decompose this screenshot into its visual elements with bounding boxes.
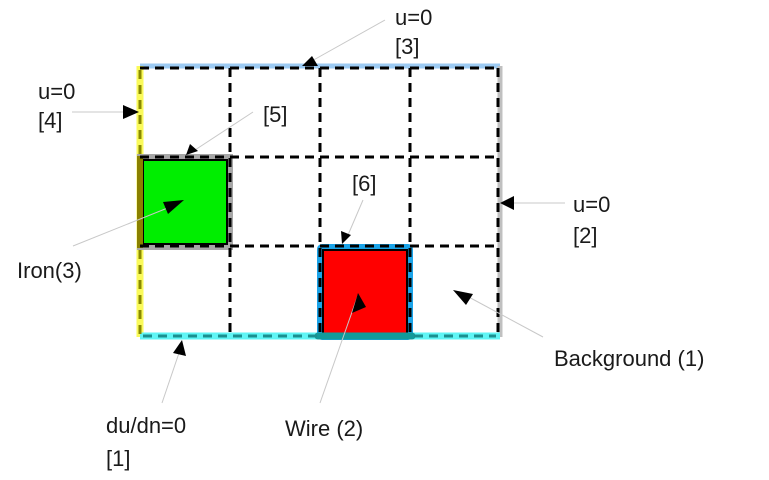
leader-bottom <box>161 349 181 404</box>
arrow-wire-icon <box>352 293 366 313</box>
arrow-right-icon <box>500 196 514 210</box>
leader-top <box>309 19 386 63</box>
label-5: [5] <box>263 102 287 127</box>
arrow-6-icon <box>341 231 351 244</box>
label-wire: Wire (2) <box>285 416 363 441</box>
label-left-id: [4] <box>38 108 62 133</box>
leader-5 <box>194 111 254 151</box>
leader-background <box>464 294 544 338</box>
label-bottom-eq: du/dn=0 <box>106 413 186 438</box>
grid <box>140 66 500 336</box>
label-right-eq: u=0 <box>573 192 610 217</box>
arrow-left-icon <box>123 105 139 119</box>
arrow-top-icon <box>302 56 318 66</box>
label-top-eq: u=0 <box>395 5 432 30</box>
label-iron: Iron(3) <box>17 258 82 283</box>
arrow-5-icon <box>186 144 198 155</box>
arrow-bottom-icon <box>173 340 186 356</box>
arrow-iron-icon <box>163 200 184 214</box>
arrow-background-icon <box>453 290 473 305</box>
label-right-id: [2] <box>573 223 597 248</box>
label-6: [6] <box>352 171 376 196</box>
label-background: Background (1) <box>554 346 704 371</box>
wire-region <box>317 244 413 340</box>
leader-6 <box>347 199 364 236</box>
leader-iron <box>72 204 176 247</box>
label-left-eq: u=0 <box>38 79 75 104</box>
iron-region <box>137 154 233 250</box>
label-top-id: [3] <box>395 34 419 59</box>
label-bottom-id: [1] <box>106 446 130 471</box>
leader-wire <box>319 294 359 404</box>
